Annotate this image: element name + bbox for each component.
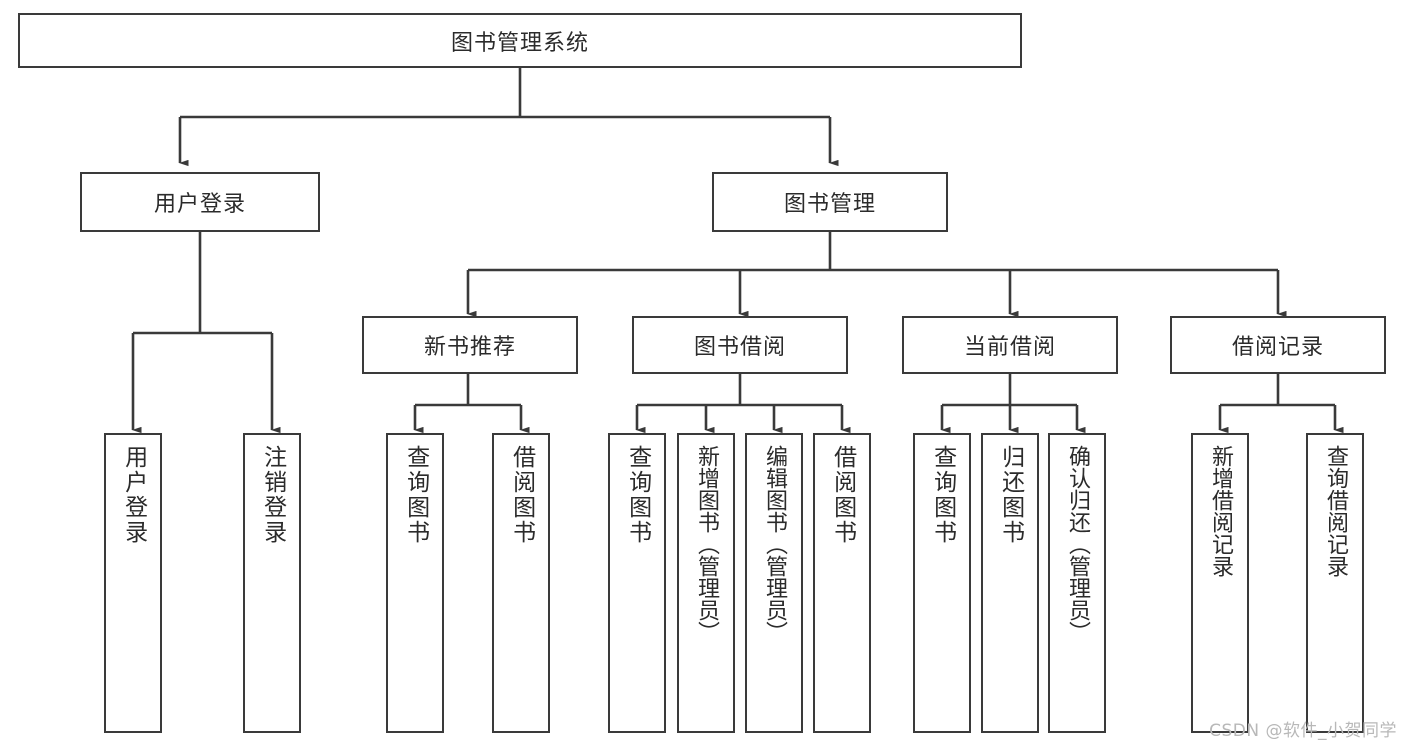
leaf-current-borrow-confirm[interactable]: 确认归还（管理员）: [1048, 433, 1106, 733]
node-book-borrow[interactable]: 图书借阅: [632, 316, 848, 374]
leaf-label: 注销登录: [259, 445, 286, 545]
leaf-current-borrow-return[interactable]: 归还图书: [981, 433, 1039, 733]
node-borrow-record[interactable]: 借阅记录: [1170, 316, 1386, 374]
node-current-borrow[interactable]: 当前借阅: [902, 316, 1118, 374]
leaf-book-borrow-query[interactable]: 查询图书: [608, 433, 666, 733]
leaf-new-book-borrow[interactable]: 借阅图书: [492, 433, 550, 733]
leaf-label: 归还图书: [997, 445, 1024, 545]
node-new-book-recommend[interactable]: 新书推荐: [362, 316, 578, 374]
leaf-book-borrow-add[interactable]: 新增图书（管理员）: [677, 433, 735, 733]
node-book-borrow-label: 图书借阅: [693, 335, 786, 360]
leaf-label: 借阅图书: [829, 445, 856, 545]
leaf-label: 新增图书（管理员）: [693, 445, 719, 643]
leaf-label: 查询图书: [929, 445, 956, 545]
node-user-login-label: 用户登录: [153, 192, 246, 217]
leaf-label: 确认归还（管理员）: [1064, 445, 1090, 643]
leaf-label: 用户登录: [120, 445, 147, 545]
leaf-label: 查询借阅记录: [1322, 445, 1348, 577]
node-current-borrow-label: 当前借阅: [963, 335, 1056, 360]
node-root[interactable]: 图书管理系统: [18, 13, 1022, 68]
node-book-management[interactable]: 图书管理: [712, 172, 948, 232]
leaf-label: 查询图书: [402, 445, 429, 545]
node-root-label: 图书管理系统: [450, 30, 589, 56]
node-new-book-recommend-label: 新书推荐: [423, 335, 516, 360]
leaf-label: 新增借阅记录: [1207, 445, 1233, 577]
leaf-label: 查询图书: [624, 445, 651, 545]
leaf-user-login-login[interactable]: 用户登录: [104, 433, 162, 733]
leaf-label: 借阅图书: [508, 445, 535, 545]
leaf-book-borrow-edit[interactable]: 编辑图书（管理员）: [745, 433, 803, 733]
node-borrow-record-label: 借阅记录: [1231, 335, 1324, 360]
leaf-borrow-record-query[interactable]: 查询借阅记录: [1306, 433, 1364, 733]
leaf-current-borrow-query[interactable]: 查询图书: [913, 433, 971, 733]
node-user-login[interactable]: 用户登录: [80, 172, 320, 232]
leaf-borrow-record-add[interactable]: 新增借阅记录: [1191, 433, 1249, 733]
node-book-management-label: 图书管理: [783, 192, 876, 217]
leaf-new-book-query[interactable]: 查询图书: [386, 433, 444, 733]
leaf-book-borrow-borrow[interactable]: 借阅图书: [813, 433, 871, 733]
leaf-label: 编辑图书（管理员）: [761, 445, 787, 643]
leaf-user-login-logout[interactable]: 注销登录: [243, 433, 301, 733]
